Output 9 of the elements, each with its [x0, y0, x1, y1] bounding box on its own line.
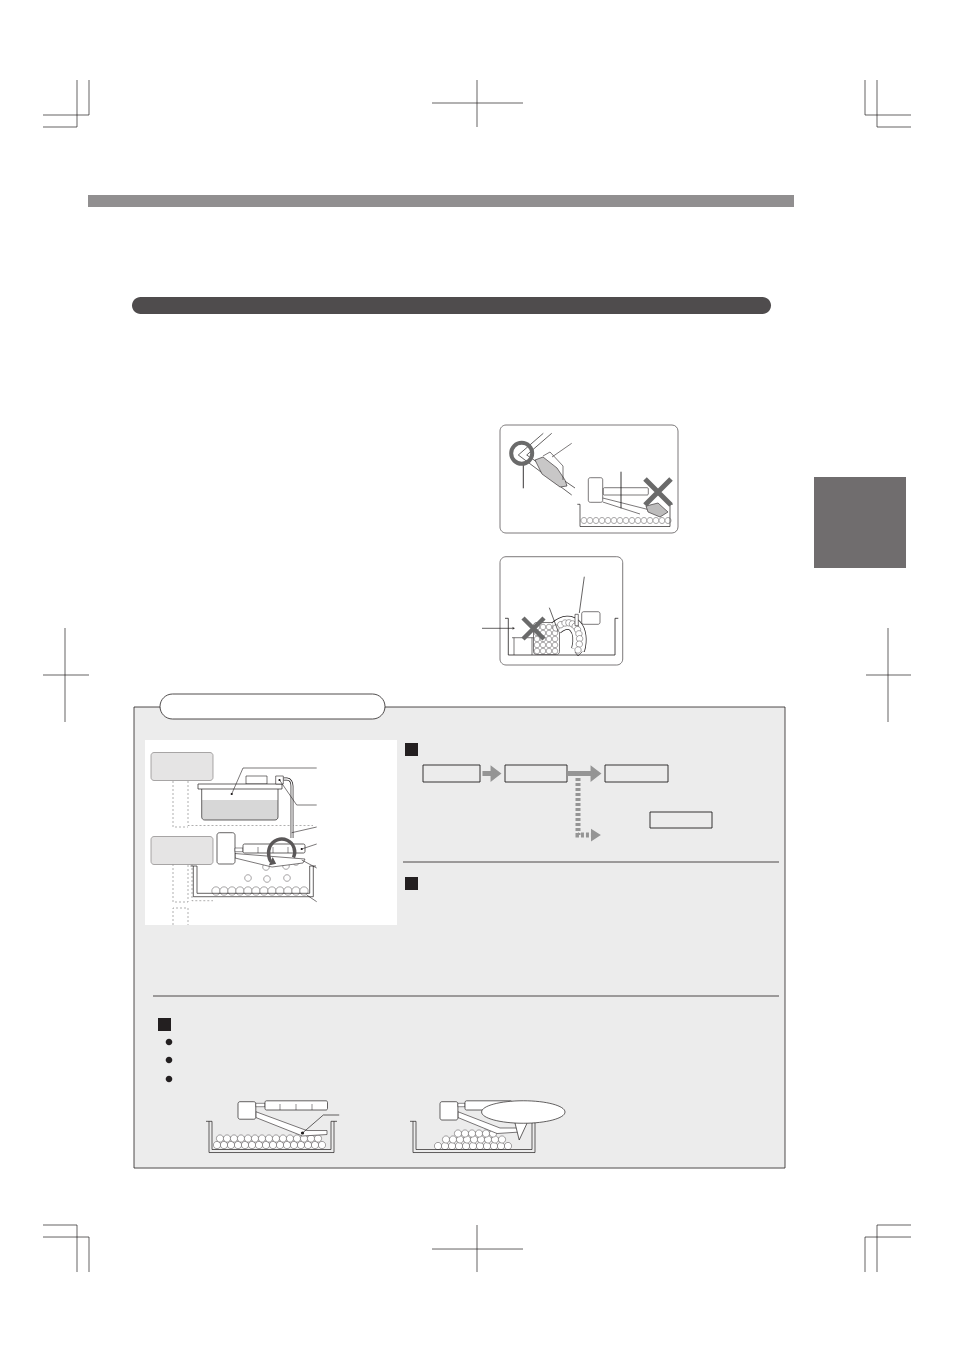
title-tab [159, 693, 386, 720]
label-box [150, 752, 214, 781]
flow-box [604, 764, 669, 783]
flow-box [649, 811, 713, 829]
flow-box [422, 764, 481, 783]
label-box [150, 836, 214, 865]
section-bar [132, 297, 771, 314]
side-tab [814, 477, 906, 568]
flow-box [504, 764, 568, 783]
